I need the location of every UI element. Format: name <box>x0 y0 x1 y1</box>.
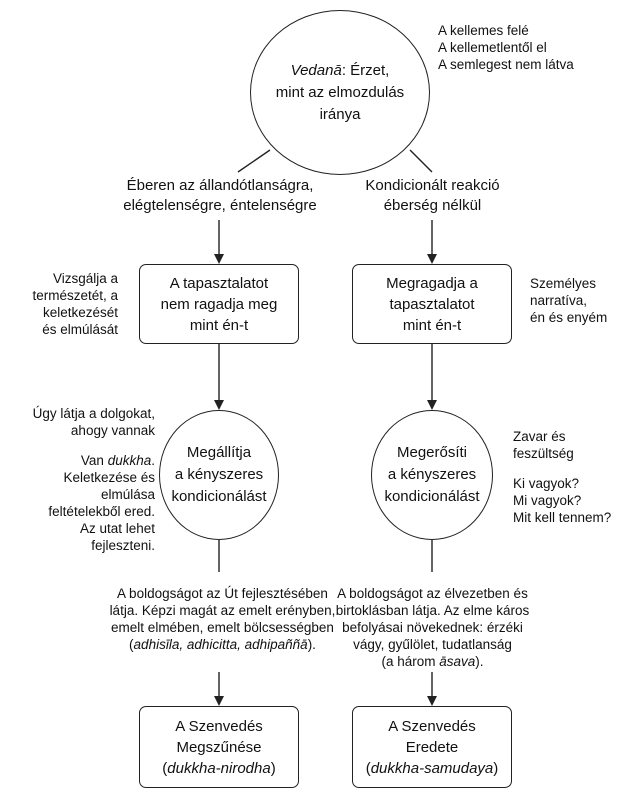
left-note-dukkha: Van dukkha. Keletkezése és elmúlása felt… <box>48 453 155 553</box>
right-box-grasping: Megragadja a tapasztalatot mint én-t <box>352 264 512 344</box>
nirodha-term: dukkha-nirodha <box>167 759 271 777</box>
right-final-box-origin: A Szenvedés Eredete (dukkha-samudaya) <box>352 706 512 788</box>
top-right-note: A kellemes felé A kellemetlentől el A se… <box>438 23 574 72</box>
asava-term: āsava <box>439 654 476 669</box>
left-branch-label: Éberen az állandótlanságra, elégtelenség… <box>123 177 317 214</box>
left-branch-line <box>237 149 271 173</box>
left-bottom-text: A boldogságot az Út fejlesztésében látja… <box>109 586 336 652</box>
right-circle-reinforces: Megerősíti a kényszeres kondicionálást <box>371 410 493 540</box>
vedana-line3: iránya <box>319 105 361 123</box>
vedana-term: Vedanā <box>290 61 342 79</box>
left-note-investigates: Vizsgálja a természetét, a keletkezését … <box>32 271 118 337</box>
samudaya-term: dukkha-samudaya <box>370 759 494 777</box>
right-note-narrative: Személyes narratíva, én és enyém <box>530 276 608 325</box>
dukkha-term: dukkha <box>107 453 152 468</box>
right-bottom-text: A boldogságot az élvezetben és birtoklás… <box>335 586 530 669</box>
left-final-box-cessation: A Szenvedés Megszűnése (dukkha-nirodha) <box>139 706 299 788</box>
vedana-line2: mint az elmozdulás <box>275 83 405 101</box>
right-note-questions: Ki vagyok? Mi vagyok? Mit kell tennem? <box>513 476 612 525</box>
right-branch-label: Kondicionált reakció éberség nélkül <box>365 177 500 214</box>
adhi-terms: adhisīla, adhicitta, adhipaññā <box>133 637 308 652</box>
left-circle-stops: Megállítja a kényszeres kondicionálást <box>159 410 279 540</box>
vedana-rest: : Érzet, <box>341 61 390 79</box>
right-note-confusion: Zavar és feszültség <box>513 429 574 461</box>
right-branch-line <box>409 149 433 173</box>
vedana-circle: Vedanā: Érzet, mint az elmozdulás iránya <box>250 10 430 175</box>
left-box-not-grasping: A tapasztalatot nem ragadja meg mint én-… <box>139 264 299 344</box>
left-note-sees: Úgy látja a dolgokat, ahogy vannak <box>32 406 155 438</box>
